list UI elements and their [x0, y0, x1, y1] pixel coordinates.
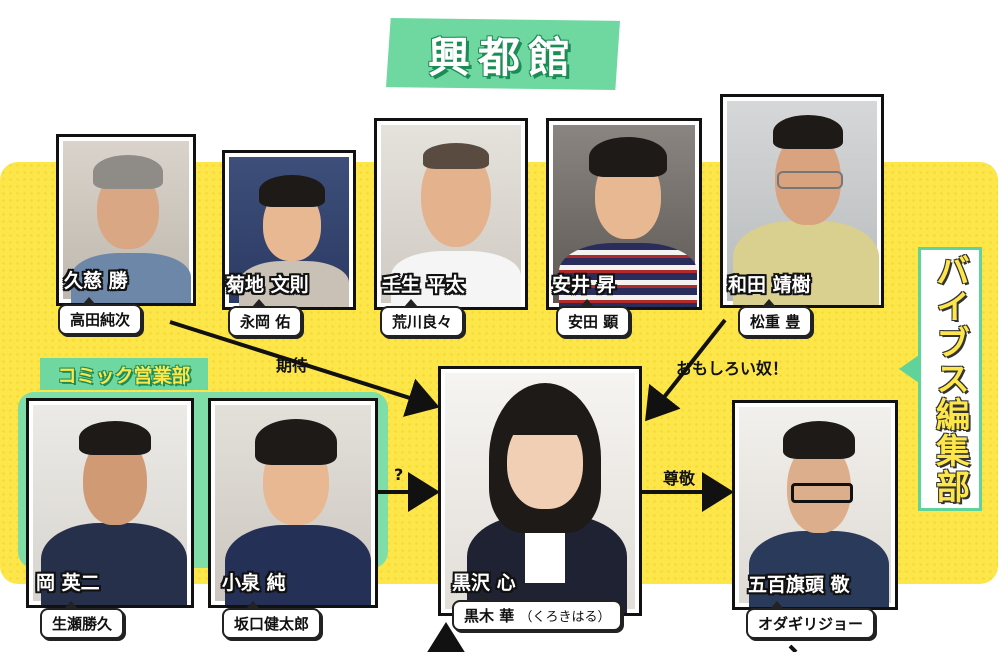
actor-koizumi: 坂口健太郎 [222, 601, 322, 639]
portrait-wada [720, 94, 884, 308]
yasui-photo [553, 125, 697, 307]
actor-yasui: 安田 顕 [556, 299, 631, 337]
relation-label-kitai: 期待 [276, 356, 309, 375]
role-yasui: 安井 昇 [552, 274, 616, 296]
actor-kurosawa-reading: （くろきはる） [519, 610, 611, 625]
actor-iokibe: オダギリジョー [746, 601, 876, 639]
kuji-photo [63, 141, 191, 303]
actor-kurosawa: 黒木 華 （くろきはる） [452, 593, 623, 631]
actor-kikuchi: 永岡 佑 [228, 299, 303, 337]
wada-photo [727, 101, 879, 305]
role-kurosawa: 黒沢 心 [452, 572, 516, 594]
role-mibu: 壬生 平太 [382, 274, 465, 296]
arrow-bottom-right [788, 644, 798, 652]
role-koizumi: 小泉 純 [222, 572, 286, 594]
relation-label-question: ? [394, 465, 404, 484]
portrait-mibu [374, 118, 528, 310]
role-oka: 岡 英二 [36, 572, 100, 594]
role-iokibe: 五百旗頭 敬 [748, 574, 850, 596]
iokibe-photo [739, 407, 891, 607]
bibs-dept-label-text: バイブス編集部 [929, 253, 970, 505]
company-title-banner: 興都館 [386, 18, 620, 90]
comic-sales-label: コミック営業部 [40, 358, 208, 390]
arrow-kuji-to-kurosawa [169, 320, 440, 417]
portrait-kuji [56, 134, 196, 306]
actor-oka: 生瀬勝久 [40, 601, 125, 639]
portrait-kikuchi [222, 150, 356, 310]
koizumi-photo [215, 405, 371, 605]
relation-label-sonkei: 尊敬 [663, 469, 696, 488]
actor-kuji: 高田純次 [58, 297, 143, 335]
portrait-koizumi [208, 398, 378, 608]
role-kikuchi: 菊地 文則 [226, 274, 309, 296]
portrait-kurosawa [438, 366, 642, 616]
bibs-label-pointer [899, 355, 919, 383]
kikuchi-photo [229, 157, 349, 307]
oka-photo [33, 405, 187, 605]
kurosawa-photo [445, 373, 635, 613]
company-title: 興都館 [427, 32, 578, 82]
role-kuji: 久慈 勝 [64, 270, 128, 292]
actor-wada: 松重 豊 [738, 299, 813, 337]
arrow-wada-to-kurosawa [645, 318, 727, 422]
portrait-iokibe [732, 400, 898, 610]
role-wada: 和田 靖樹 [728, 274, 811, 296]
bibs-dept-label: バイブス編集部 [918, 247, 982, 511]
actor-kurosawa-name: 黒木 華 [464, 607, 515, 625]
relation-label-omoshiroi: おもしろい奴！ [676, 359, 789, 378]
actor-mibu: 荒川良々 [380, 299, 465, 337]
portrait-oka [26, 398, 194, 608]
mibu-photo [381, 125, 521, 307]
comic-sales-label-text: コミック営業部 [57, 364, 191, 387]
glasses-icon [777, 171, 843, 189]
glasses-icon [791, 483, 853, 503]
